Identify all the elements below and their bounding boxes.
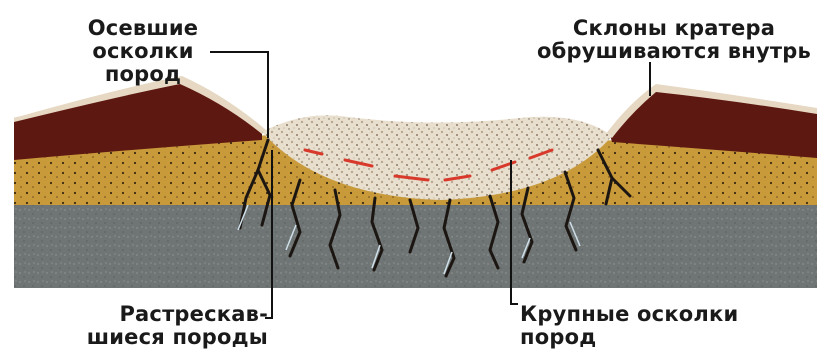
bedrock-layer	[14, 195, 817, 288]
label-walls-collapse: Склоны кратера обрушиваются внутрь	[524, 17, 824, 63]
label-ejected-fragments: Осевшие осколки пород	[58, 17, 228, 86]
label-fractured-rocks: Растрескав- шиеся породы	[18, 303, 268, 349]
label-large-fragments: Крупные осколки пород	[520, 303, 820, 349]
